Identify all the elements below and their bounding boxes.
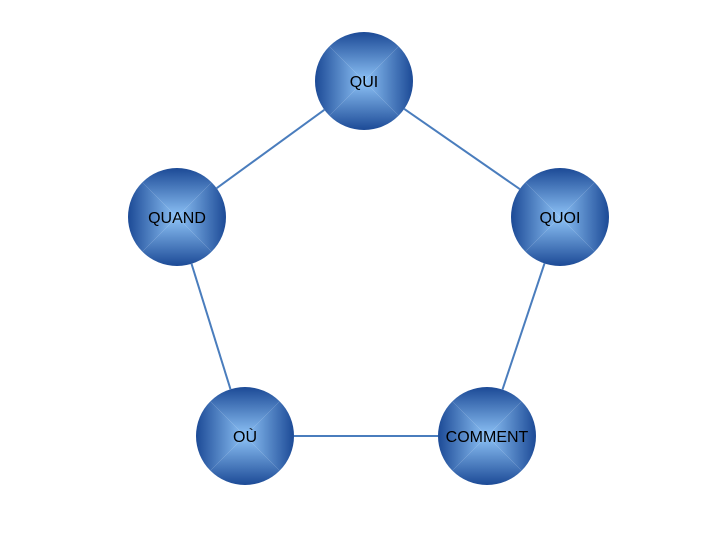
node-label: COMMENT bbox=[446, 429, 529, 446]
node-label: OÙ bbox=[233, 427, 257, 446]
node-quand[interactable]: QUAND bbox=[128, 168, 226, 266]
edge-quoi-comment bbox=[501, 263, 546, 390]
node-label: QUI bbox=[350, 74, 378, 91]
edge-quand-qui bbox=[216, 109, 325, 189]
node-label: QUAND bbox=[148, 210, 206, 227]
node-quoi[interactable]: QUOI bbox=[511, 168, 609, 266]
edge-qui-quoi bbox=[403, 108, 521, 190]
node-comment[interactable]: COMMENT bbox=[438, 387, 536, 485]
edge-ou-quand bbox=[190, 263, 232, 390]
node-ou[interactable]: OÙ bbox=[196, 387, 294, 485]
node-label: QUOI bbox=[540, 210, 581, 227]
node-qui[interactable]: QUI bbox=[315, 32, 413, 130]
